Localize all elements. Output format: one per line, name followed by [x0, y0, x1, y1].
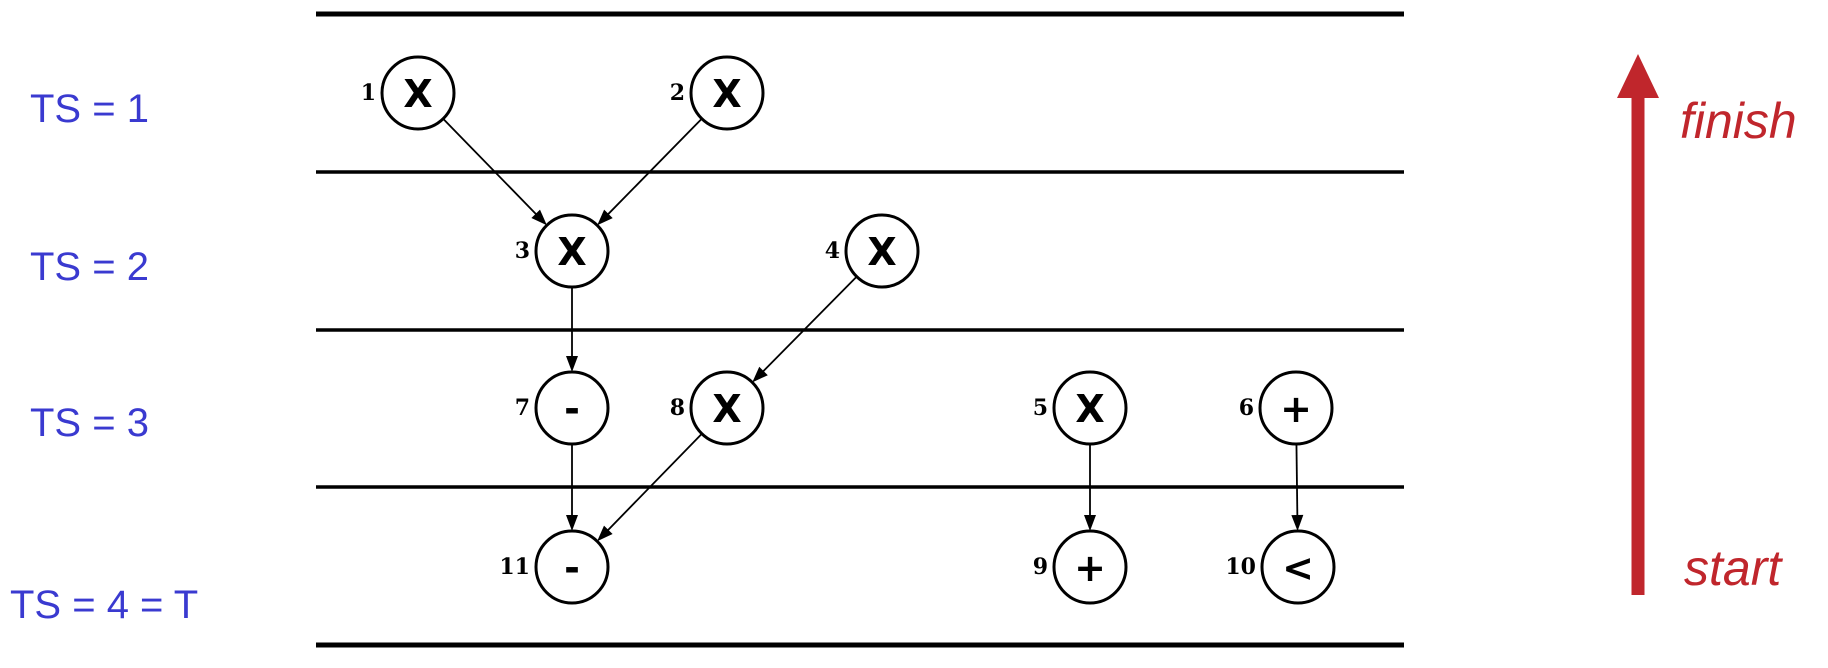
node-op-plus: +	[1280, 387, 1312, 431]
node-op-x: X	[712, 387, 741, 431]
node-circle	[1052, 529, 1128, 605]
node-number: 11	[499, 554, 530, 580]
node-number: 1	[361, 80, 376, 106]
edge-arrowhead	[1291, 514, 1304, 532]
node-circle	[1052, 370, 1128, 446]
ts-label-4: TS = 4 = T	[10, 583, 198, 627]
edge-n2-n3	[597, 118, 703, 226]
edge-n1-n3	[442, 118, 547, 226]
edge-n7-n11	[566, 444, 578, 531]
ts-label-1: TS = 1	[30, 87, 149, 131]
time-step-separators	[316, 11, 1404, 648]
node-number: 8	[670, 395, 685, 421]
node-circle	[689, 55, 765, 131]
node-op-x: X	[867, 230, 896, 274]
node-op-x: X	[403, 72, 432, 116]
node-op-minus: -	[564, 387, 580, 431]
node-4: X4	[825, 213, 920, 289]
node-7: -7	[515, 370, 610, 446]
node-circle	[1260, 529, 1336, 605]
edge-arrowhead	[566, 356, 578, 372]
node-circle	[380, 55, 456, 131]
edge-arrowhead	[566, 515, 578, 531]
node-circle	[534, 370, 610, 446]
node-10: <10	[1225, 529, 1336, 605]
node-number: 4	[825, 238, 840, 264]
node-number: 10	[1225, 554, 1256, 580]
direction-arrow-head	[1617, 54, 1659, 98]
time-step-labels: TS = 1 TS = 2 TS = 3 TS = 4 = T	[10, 87, 198, 627]
edge-line	[761, 275, 858, 374]
start-label: start	[1684, 540, 1783, 596]
dependency-edges	[442, 118, 1304, 542]
edge-n5-n9	[1084, 444, 1096, 531]
node-11: - 11	[499, 529, 610, 605]
edge-line	[1295, 443, 1299, 518]
edge-line	[606, 433, 703, 532]
node-3: X3	[515, 213, 610, 289]
node-number: 7	[515, 395, 530, 421]
node-circle	[689, 370, 765, 446]
direction-indicator: finish start	[1617, 54, 1797, 596]
edge-arrowhead	[597, 209, 613, 226]
node-op-plus: +	[1074, 546, 1106, 590]
node-circle	[534, 213, 610, 289]
node-number: 6	[1239, 395, 1254, 421]
edge-n6-n10	[1291, 443, 1304, 532]
ts-label-2: TS = 2	[30, 245, 149, 289]
edge-n3-n7	[566, 287, 578, 372]
node-op-x: X	[712, 72, 741, 116]
node-6: +6	[1239, 370, 1334, 446]
node-8: X8	[670, 370, 765, 446]
node-circle	[844, 213, 920, 289]
node-circle	[534, 529, 610, 605]
edge-n8-n11	[597, 433, 703, 542]
node-9: +9	[1033, 529, 1128, 605]
node-op-x: X	[1075, 387, 1104, 431]
node-number: 3	[515, 238, 530, 264]
edge-arrowhead	[531, 209, 547, 226]
edge-arrowhead	[752, 366, 768, 383]
node-circle	[1258, 370, 1334, 446]
edge-n4-n8	[752, 275, 858, 383]
node-number: 5	[1033, 395, 1048, 421]
node-op-x: X	[557, 230, 586, 274]
node-2: X2	[670, 55, 765, 131]
ts-label-3: TS = 3	[30, 401, 149, 445]
finish-label: finish	[1680, 93, 1797, 149]
edge-line	[606, 118, 703, 216]
edge-arrowhead	[597, 525, 613, 542]
edge-line	[442, 118, 538, 216]
node-op-less-than: <	[1282, 546, 1314, 590]
node-number: 2	[670, 80, 685, 106]
node-1: X1	[361, 55, 456, 131]
node-op-minus: -	[564, 546, 580, 590]
edge-arrowhead	[1084, 515, 1096, 531]
node-number: 9	[1033, 554, 1048, 580]
node-5: X5	[1033, 370, 1128, 446]
